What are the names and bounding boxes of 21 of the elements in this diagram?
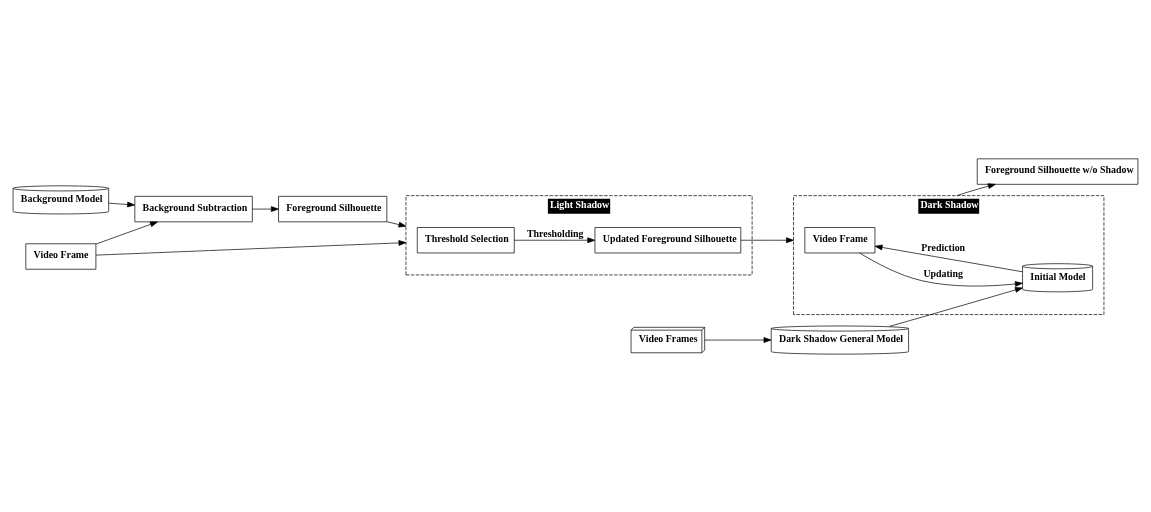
- node-box: Updated Foreground Silhouette: [594, 226, 742, 253]
- arrow: [859, 252, 1023, 287]
- arrow: [108, 201, 135, 207]
- edge-label: Prediction: [921, 241, 966, 253]
- arrow: [252, 205, 279, 212]
- arrow: [95, 221, 158, 244]
- arrow: [95, 239, 407, 255]
- edge-label: Updating: [923, 267, 964, 279]
- node-box: Foreground Silhouette: [278, 195, 388, 222]
- node-box: Background Subtraction: [134, 195, 253, 222]
- node-box: Foreground Silhouette w/o Shadow: [976, 157, 1139, 185]
- arrow: [513, 236, 596, 243]
- edge-label: Thresholding: [527, 227, 584, 239]
- arrow: [386, 220, 407, 227]
- arrow: [704, 336, 772, 343]
- node-box: Threshold Selection: [416, 226, 515, 253]
- node-box: Video Frame: [25, 242, 97, 270]
- arrow: [874, 244, 1023, 272]
- node-box: Video Frame: [804, 226, 876, 253]
- arrow: [740, 236, 794, 243]
- arrow: [956, 182, 996, 196]
